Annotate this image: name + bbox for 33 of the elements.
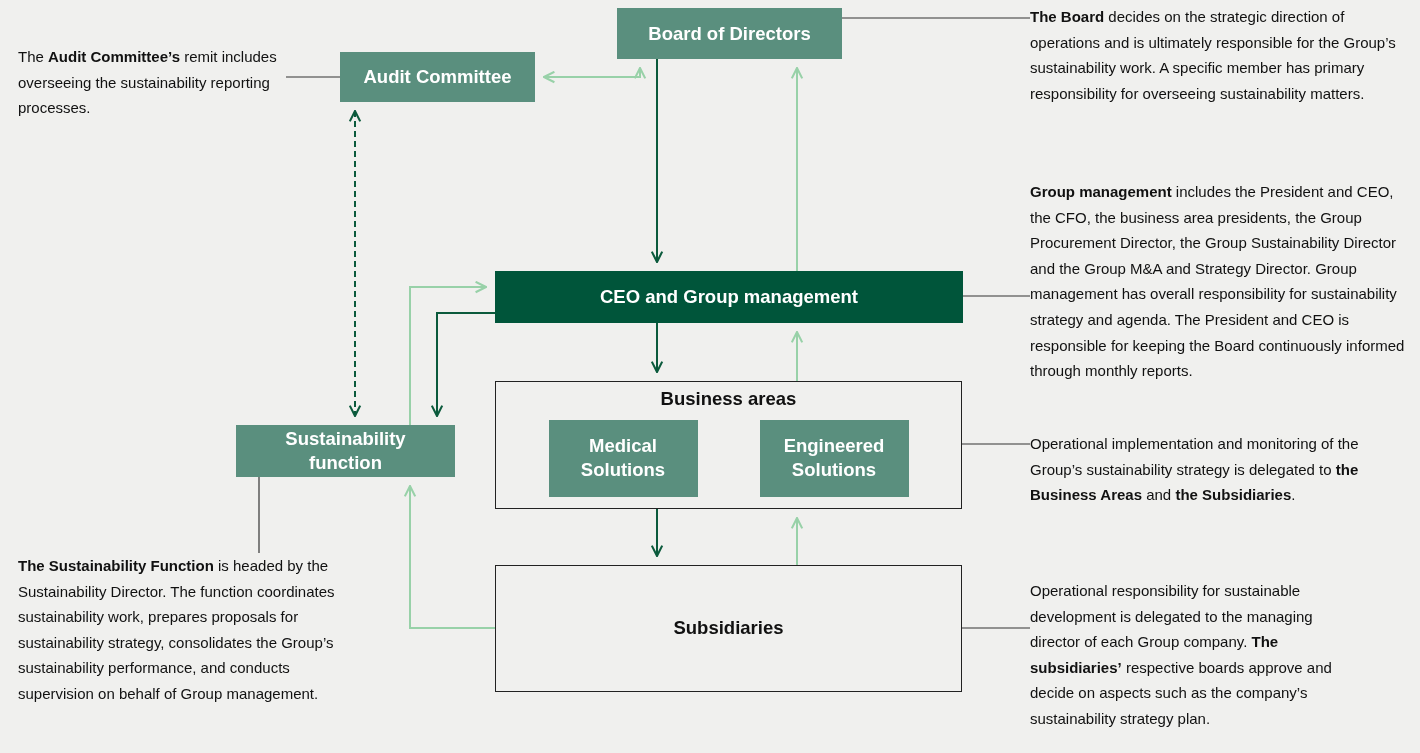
annotation-text: Group management includes the President and CEO, the CFO, the business area presidents, the Group Procurement Director, the Group Sustainability Director and the Group M&A and Strategy Director. Group management has overall responsibility for sustainability strategy and agenda. The President and CEO is responsible for keeping the Board continuously informed through monthly reports.	[1030, 182, 1406, 382]
arrow	[430, 312, 496, 418]
arrow	[403, 484, 496, 629]
group-heading: Subsidiaries	[672, 615, 785, 640]
org-box: Engineered Solutions	[759, 419, 909, 497]
org-box: CEO and Group management	[495, 271, 963, 323]
leader-line	[961, 443, 1031, 445]
org-box: Board of Directors	[617, 8, 842, 59]
org-box: Sustainability function	[236, 425, 455, 477]
annotation-text: The Board decides on the strategic direction of operations and is ultimately responsible for the Group’s sustainability work. A specific member has primary responsibility for overseeing sustainability matters.	[1030, 7, 1397, 104]
arrow	[650, 508, 664, 558]
leader-line	[841, 17, 1031, 19]
annotation-text: The Audit Committee’s remit includes overseeing the sustainability reporting processes.	[18, 47, 278, 119]
arrow	[650, 322, 664, 374]
arrow	[542, 66, 647, 84]
annotation-text: Operational responsibility for sustainable development is delegated to the managing director of each Group company. The subsidiaries’ respective boards approve and decide on aspects such as the company’s sustainability strategy plan.	[1030, 581, 1333, 729]
group-frame	[495, 381, 962, 509]
arrow	[790, 516, 804, 566]
annotation-text: Operational implementation and monitoring of the Group’s sustainability strategy is delegated to the Business Areas and the Subsidiaries.	[1030, 434, 1360, 506]
annotation-text: The Sustainability Function is headed by the Sustainability Director. The function coordinates sustainability work, prepares proposals for sustainability strategy, consolidates the Group’s sustainability performance, and conducts supervision on behalf of Group management.	[18, 556, 336, 704]
arrow	[790, 66, 804, 272]
org-box: Medical Solutions	[548, 419, 698, 497]
leader-line	[258, 476, 260, 554]
leader-line	[285, 76, 341, 78]
arrow	[790, 330, 804, 382]
arrow	[409, 280, 488, 426]
group-heading: Business areas	[659, 387, 798, 411]
arrow	[650, 58, 664, 264]
dashed-arrow	[348, 109, 362, 418]
leader-line	[961, 627, 1031, 629]
org-box: Audit Committee	[340, 52, 535, 102]
group-frame	[495, 565, 962, 692]
leader-line	[962, 295, 1031, 297]
